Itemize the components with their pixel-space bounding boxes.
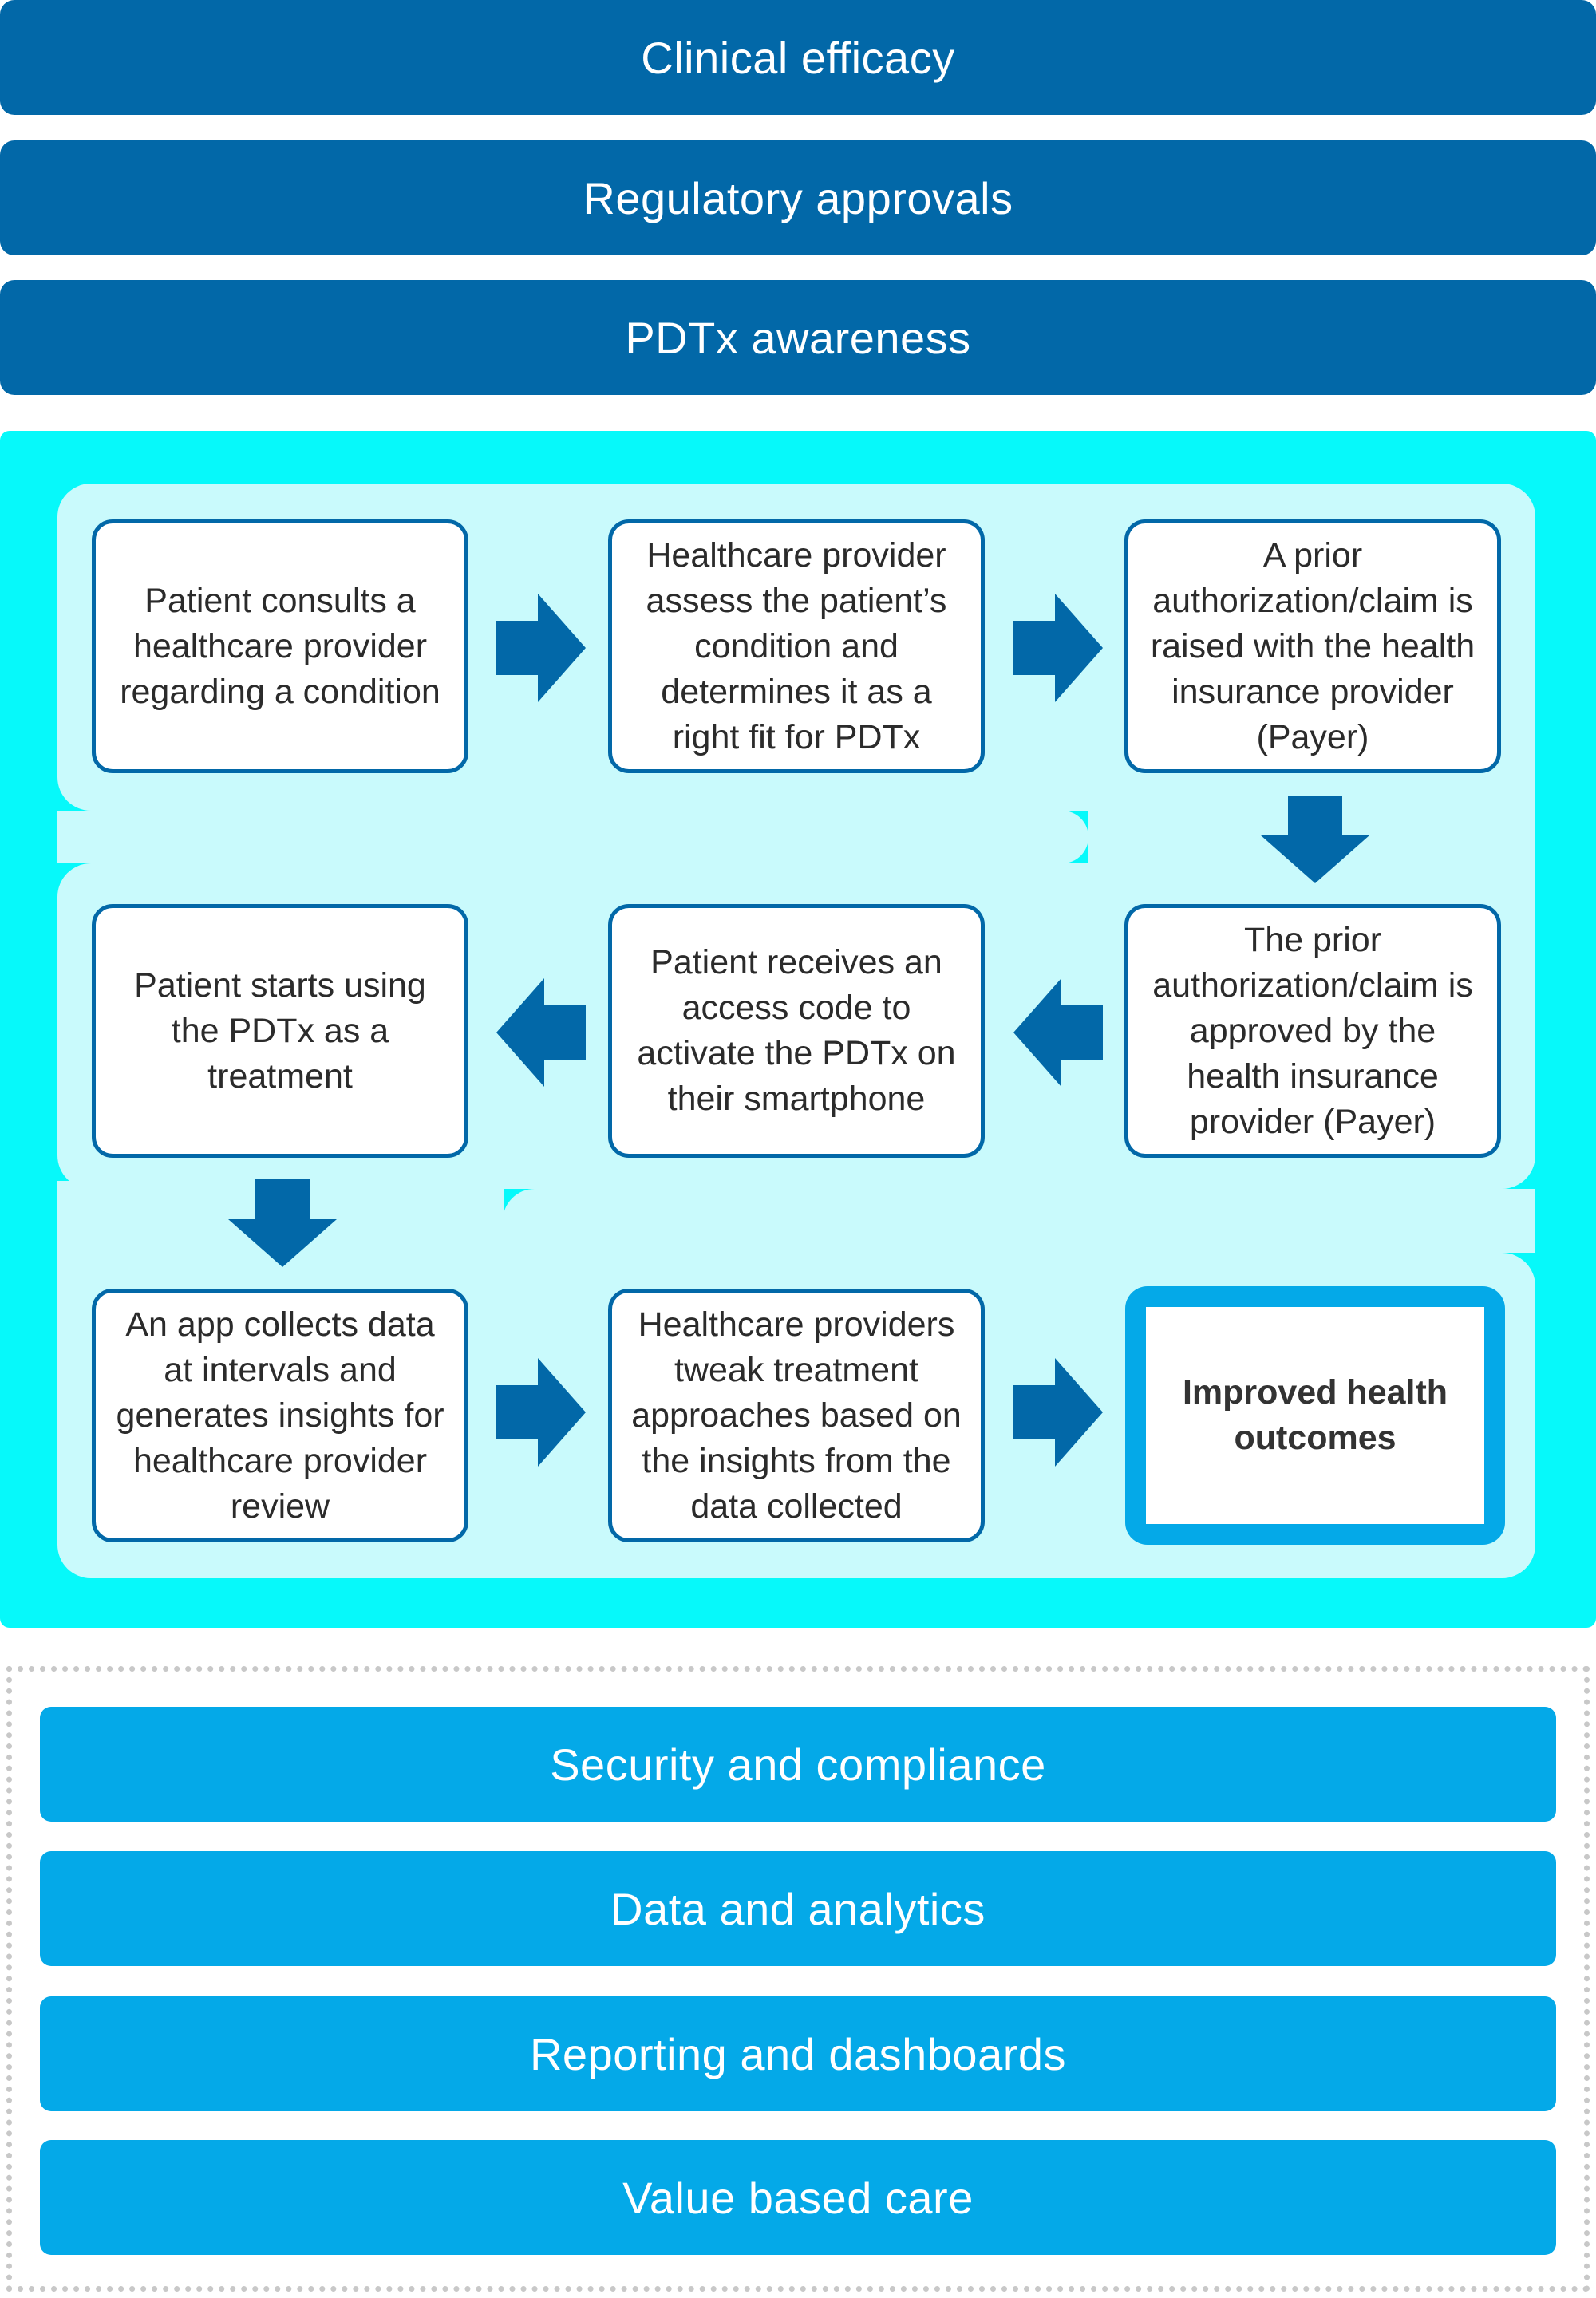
- arrow-left-icon: [496, 978, 586, 1087]
- step-patient-consults: Patient consults a healthcare provider r…: [92, 519, 468, 773]
- arrow-right-icon: [496, 1358, 586, 1467]
- step-provider-assesses: Healthcare provider assess the patient’s…: [608, 519, 985, 773]
- bar-clinical-efficacy: Clinical efficacy: [0, 0, 1596, 115]
- arrow-down-icon: [1261, 796, 1369, 883]
- step-providers-tweak-treatment: Healthcare providers tweak treatment app…: [608, 1289, 985, 1542]
- bar-security-compliance: Security and compliance: [40, 1707, 1556, 1822]
- bar-regulatory-approvals: Regulatory approvals: [0, 140, 1596, 255]
- arrow-right-icon: [1013, 594, 1103, 702]
- arrow-left-icon: [1013, 978, 1103, 1087]
- row-connector-3: [503, 1189, 1535, 1253]
- bar-value-based-care: Value based care: [40, 2140, 1556, 2255]
- arrow-right-icon: [1013, 1358, 1103, 1467]
- step-access-code: Patient receives an access code to activ…: [608, 904, 985, 1158]
- bar-pdtx-awareness: PDTx awareness: [0, 280, 1596, 395]
- bar-data-analytics: Data and analytics: [40, 1851, 1556, 1966]
- row-connector-1: [57, 811, 1088, 863]
- step-prior-authorization-raised: A prior authorization/claim is raised wi…: [1124, 519, 1501, 773]
- arrow-down-icon: [228, 1179, 337, 1267]
- step-improved-health-outcomes: Improved health outcomes: [1125, 1286, 1505, 1545]
- step-app-collects-data: An app collects data at intervals and ge…: [92, 1289, 468, 1542]
- infrastructure-panel: [6, 1666, 1590, 2292]
- final-step-label: Improved health outcomes: [1146, 1307, 1484, 1524]
- bar-reporting-dashboards: Reporting and dashboards: [40, 1996, 1556, 2111]
- step-patient-starts-pdtx: Patient starts using the PDTx as a treat…: [92, 904, 468, 1158]
- arrow-right-icon: [496, 594, 586, 702]
- step-prior-authorization-approved: The prior authorization/claim is approve…: [1124, 904, 1501, 1158]
